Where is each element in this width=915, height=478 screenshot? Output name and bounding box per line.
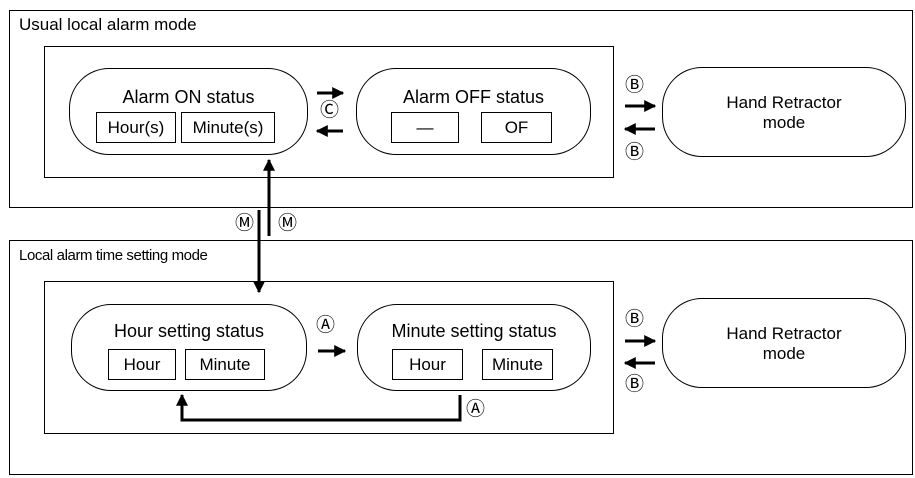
button-c-label: Ⓒ [320,100,340,121]
usual-alarm-states-box [44,46,614,178]
hour-setting-status-state: Hour setting status Hour Minute [71,304,307,391]
alarm-on-status-state: Alarm ON status Hour(s) Minute(s) [69,68,308,155]
arrow-minute-to-hour [176,393,462,422]
alarm-off-dash-field: — [391,112,459,143]
hour-setting-minute-field: Minute [185,349,265,380]
setting-retractor-line-1: Hand Retractor [726,324,842,343]
alarm-off-of-field: OF [481,112,552,143]
usual-hand-retractor-mode: Hand Retractor mode [662,67,906,157]
alarm-on-hours-field: Hour(s) [96,112,176,143]
button-m-right-label: Ⓜ [278,213,298,234]
hour-setting-hour-field: Hour [108,349,176,380]
setting-button-b-back-label: Ⓑ [625,374,645,395]
usual-button-b-back-label: Ⓑ [625,142,645,163]
minute-setting-hour-field: Hour [392,349,463,380]
setting-retractor-line-2: mode [762,344,806,363]
usual-alarm-mode-label: Usual local alarm mode [19,15,197,34]
setting-mode-label: Local alarm time setting mode [19,247,208,264]
usual-button-b-to-label: Ⓑ [625,75,645,96]
button-a-forward-label: Ⓐ [316,315,336,336]
setting-button-b-to-label: Ⓑ [625,309,645,330]
hour-setting-status-title: Hour setting status [113,321,265,341]
button-m-left-label: Ⓜ [235,213,255,234]
minute-setting-status-state: Minute setting status Hour Minute [357,304,591,391]
minute-setting-status-title: Minute setting status [391,321,557,341]
alarm-on-minutes-field: Minute(s) [181,112,275,143]
usual-retractor-line-1: Hand Retractor [726,93,842,112]
setting-states-box [44,281,614,434]
alarm-off-status-state: Alarm OFF status — OF [356,68,591,155]
alarm-on-status-title: Alarm ON status [122,87,255,107]
usual-retractor-line-2: mode [762,113,806,132]
minute-setting-minute-field: Minute [482,349,553,380]
alarm-off-status-title: Alarm OFF status [402,87,545,107]
setting-hand-retractor-mode: Hand Retractor mode [662,298,906,388]
button-a-loop-label: Ⓐ [466,399,486,420]
